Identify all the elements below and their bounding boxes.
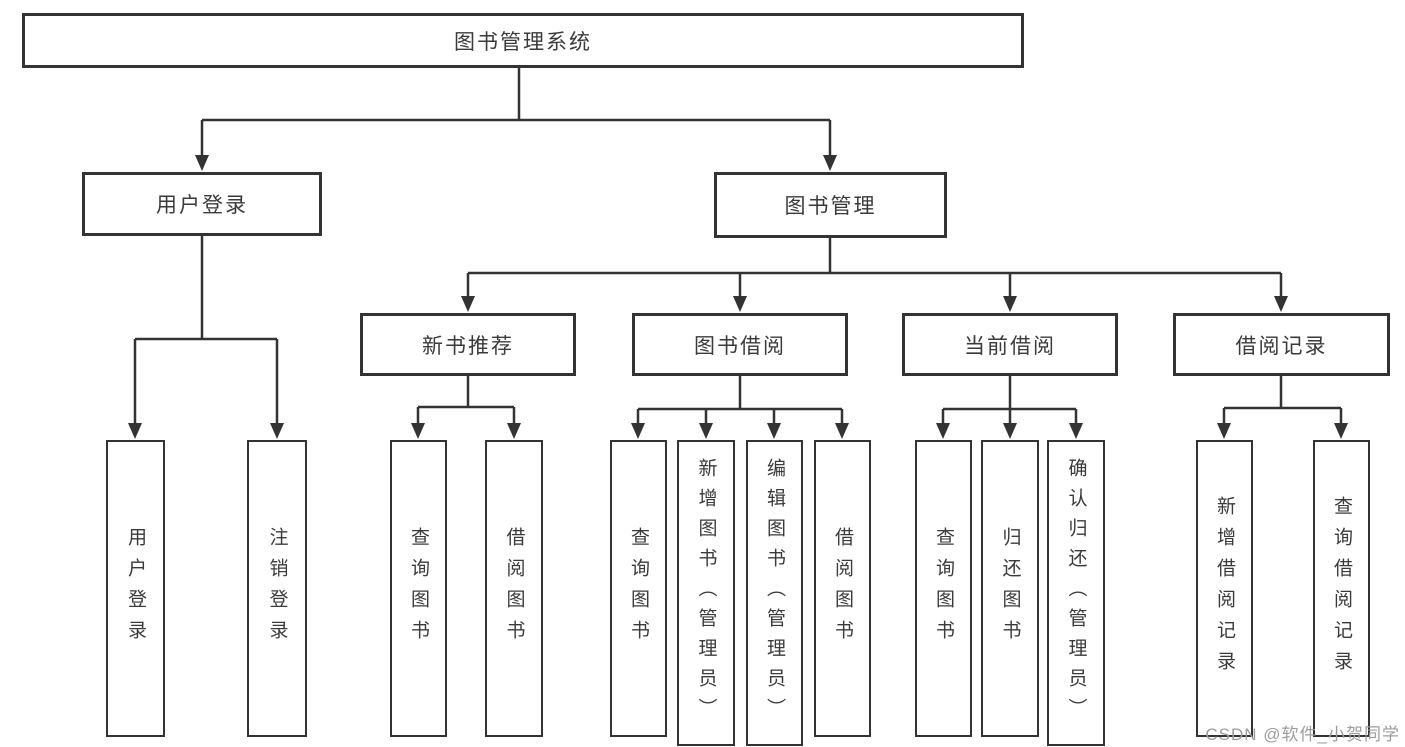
- leaf-add-borrow-record: 新增借阅记录: [1196, 440, 1253, 737]
- leaf-return-book: 归还图书: [981, 440, 1039, 737]
- node-current-borrow-label: 当前借阅: [964, 334, 1056, 358]
- node-current-borrow: 当前借阅: [902, 313, 1118, 376]
- node-borrow-records-label: 借阅记录: [1235, 334, 1328, 358]
- node-new-book-recommend-label: 新书推荐: [422, 334, 514, 358]
- leaf-label: 查询借阅记录: [1331, 495, 1352, 682]
- leaf-label: 编辑图书（管理员）: [764, 458, 785, 728]
- leaf-label: 新增借阅记录: [1214, 495, 1235, 682]
- leaf-borrow-books-2: 借阅图书: [814, 440, 871, 737]
- leaf-label: 确认归还（管理员）: [1065, 458, 1087, 728]
- node-book-management: 图书管理: [714, 172, 947, 238]
- arrowheads: [128, 155, 1348, 439]
- leaf-label: 用户登录: [125, 526, 146, 651]
- leaf-query-books-3: 查询图书: [915, 440, 972, 737]
- leaf-query-books-2: 查询图书: [610, 440, 667, 737]
- leaf-label: 借阅图书: [503, 526, 525, 651]
- leaf-query-books-1: 查询图书: [390, 440, 447, 737]
- leaf-query-borrow-record: 查询借阅记录: [1313, 440, 1370, 737]
- node-root-label: 图书管理系统: [454, 30, 592, 54]
- node-user-login: 用户登录: [82, 172, 322, 236]
- leaf-borrow-books-1: 借阅图书: [485, 440, 543, 737]
- node-borrow-records: 借阅记录: [1173, 313, 1390, 376]
- node-book-borrow-label: 图书借阅: [694, 334, 786, 358]
- node-book-borrow: 图书借阅: [632, 313, 848, 376]
- csdn-watermark: CSDN @软件_小贺同学: [1205, 725, 1400, 744]
- node-book-management-label: 图书管理: [784, 195, 877, 218]
- leaf-add-book-admin: 新增图书（管理员）: [677, 440, 735, 746]
- node-root: 图书管理系统: [22, 13, 1024, 68]
- leaf-edit-book-admin: 编辑图书（管理员）: [746, 440, 803, 746]
- leaf-label: 查询图书: [408, 526, 429, 651]
- leaf-confirm-return-admin: 确认归还（管理员）: [1047, 440, 1105, 746]
- leaf-label: 查询图书: [933, 526, 954, 651]
- leaf-label: 新增图书（管理员）: [695, 458, 717, 728]
- leaf-user-login: 用户登录: [106, 440, 165, 737]
- leaf-label: 注销登录: [266, 526, 288, 651]
- node-user-login-label: 用户登录: [156, 194, 248, 217]
- leaf-label: 借阅图书: [832, 526, 853, 651]
- leaf-label: 归还图书: [999, 526, 1021, 651]
- leaf-logout: 注销登录: [247, 440, 307, 737]
- leaf-label: 查询图书: [628, 526, 649, 651]
- node-new-book-recommend: 新书推荐: [360, 313, 576, 376]
